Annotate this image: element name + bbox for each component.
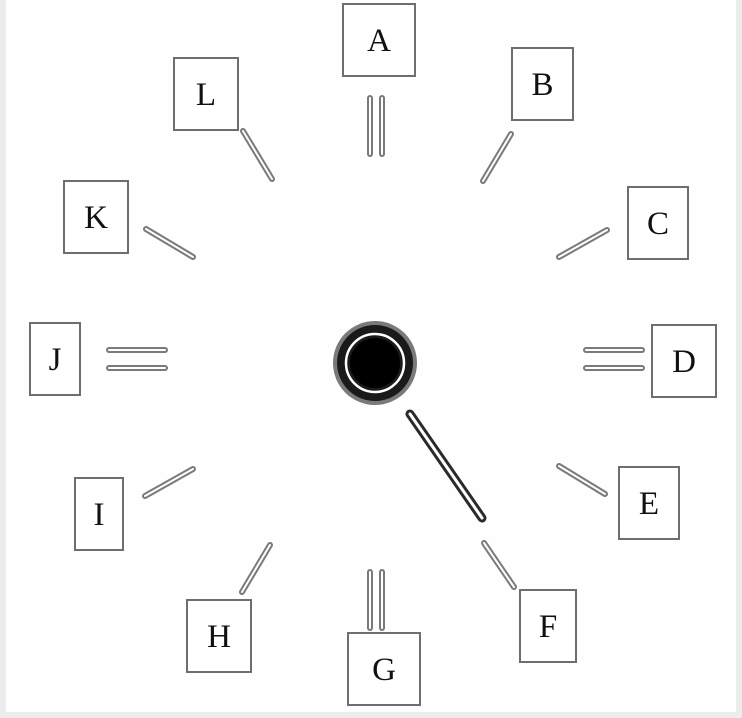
tick-c	[556, 227, 610, 260]
label-box-b	[511, 47, 574, 121]
tick-marks	[106, 95, 645, 631]
tick-b	[480, 131, 514, 184]
label-box-f	[519, 589, 577, 663]
label-text-b: B	[531, 67, 553, 103]
clock-diagram: A B C D E F G H I J K L	[6, 0, 736, 712]
label-box-k	[63, 180, 129, 254]
label-f: F	[519, 589, 577, 663]
label-d: D	[651, 324, 717, 398]
label-box-a	[342, 3, 416, 77]
label-text-f: F	[539, 609, 557, 645]
label-text-j: J	[49, 342, 62, 378]
label-box-i	[74, 477, 124, 551]
tick-f	[481, 540, 517, 590]
label-text-e: E	[639, 486, 659, 522]
label-a: A	[342, 3, 416, 77]
label-g: G	[347, 632, 421, 706]
tick-j	[106, 347, 168, 371]
tick-g	[367, 569, 385, 631]
label-text-a: A	[367, 23, 391, 59]
label-text-k: K	[84, 200, 108, 236]
label-box-l	[173, 57, 239, 131]
label-box-h	[186, 599, 252, 673]
label-h: H	[186, 599, 252, 673]
tick-a	[367, 95, 385, 157]
tick-h	[239, 542, 273, 595]
label-e: E	[618, 466, 680, 540]
label-text-d: D	[672, 344, 696, 380]
label-text-g: G	[372, 652, 396, 688]
label-text-c: C	[647, 206, 669, 242]
label-box-d	[651, 324, 717, 398]
center-hub	[333, 321, 417, 405]
label-box-j	[29, 322, 81, 396]
label-text-l: L	[196, 77, 216, 113]
tick-k	[143, 226, 196, 260]
clock-dial: A B C D E F G H I J K L	[29, 3, 717, 706]
label-l: L	[173, 57, 239, 131]
label-j: J	[29, 322, 81, 396]
position-labels: A B C D E F G H I J K L	[29, 3, 717, 706]
clock-hand	[405, 409, 487, 523]
label-c: C	[627, 186, 689, 260]
label-k: K	[63, 180, 129, 254]
label-box-g	[347, 632, 421, 706]
label-text-h: H	[207, 619, 231, 655]
tick-e	[556, 463, 608, 497]
tick-l	[240, 128, 275, 182]
label-text-i: I	[94, 497, 105, 533]
label-box-e	[618, 466, 680, 540]
label-i: I	[74, 477, 124, 551]
label-b: B	[511, 47, 574, 121]
tick-i	[142, 466, 196, 499]
tick-d	[583, 347, 645, 371]
label-box-c	[627, 186, 689, 260]
